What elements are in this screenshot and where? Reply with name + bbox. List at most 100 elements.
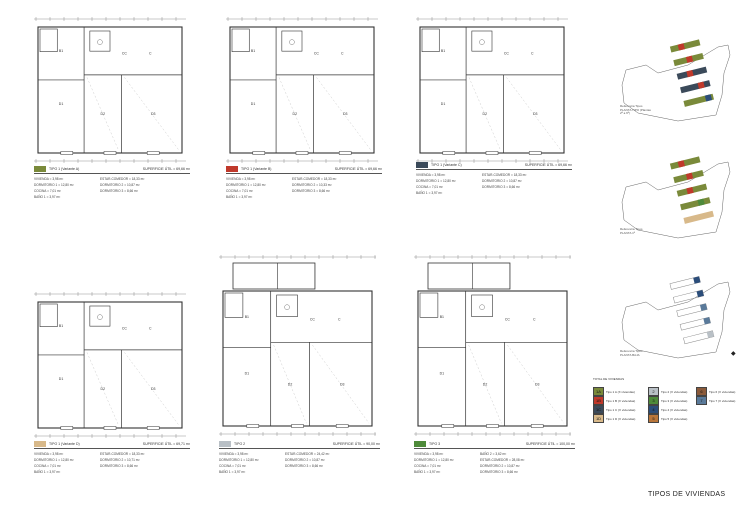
room-area: COCINA = 7,01 m²	[219, 464, 246, 468]
sheet-title: TIPOS DE VIVIENDAS	[648, 491, 726, 498]
type-label: TIPO 3	[429, 441, 441, 446]
plan-legend-4: TIPO 1 (Variante D) SUPERFICIE ÚTIL = 69,…	[34, 441, 190, 449]
surface-total: SUPERFICIE ÚTIL = 69,71 m²	[142, 441, 190, 446]
surface-total: SUPERFICIE ÚTIL = 69,66 m²	[142, 166, 190, 171]
svg-text:CC: CC	[314, 52, 320, 56]
svg-text:B1: B1	[440, 315, 444, 319]
type-label: TIPO 1 (Variante B)	[241, 166, 272, 171]
svg-text:D3: D3	[151, 387, 156, 391]
room-area: DORMITORIO 1 = 12,80 m²	[34, 458, 74, 462]
type-color-swatch	[34, 166, 46, 172]
room-area: DORMITORIO 2 = 10,87 m²	[100, 183, 140, 187]
room-area: BAÑO 1 = 3,97 m²	[226, 195, 253, 199]
type-legend-swatch: 1C	[593, 405, 604, 414]
plan-legend-6: TIPO 3 SUPERFICIE ÚTIL = 100,00 m²	[414, 441, 575, 449]
type-legend-swatch: 2	[648, 387, 659, 396]
room-area: ESTAR-COMEDOR = 18,33 m²	[482, 173, 527, 177]
svg-text:D3: D3	[533, 112, 538, 116]
room-area: COCINA = 7,01 m²	[226, 189, 253, 193]
svg-text:B1: B1	[251, 49, 255, 53]
svg-text:CC: CC	[122, 327, 128, 331]
svg-text:D2: D2	[483, 112, 488, 116]
room-area: VIVIENDA = 3,98 m²	[219, 452, 249, 456]
room-list-right: ESTAR-COMEDOR = 18,33 m² DORMITORIO 2 = 1…	[100, 451, 144, 469]
room-area: DORMITORIO 2 = 10,71 m²	[100, 458, 140, 462]
room-area: DORMITORIO 1 = 12,80 m²	[34, 183, 74, 187]
svg-text:C: C	[533, 318, 536, 322]
room-area: DORMITORIO 1 = 12,80 m²	[416, 179, 456, 183]
svg-text:B1: B1	[59, 49, 63, 53]
type-color-swatch	[416, 162, 428, 168]
type-label: TIPO 1 (Variante D)	[49, 441, 80, 446]
room-area: VIVIENDA = 3,98 m²	[226, 177, 256, 181]
type-legend-swatch: 1A	[593, 387, 604, 396]
svg-text:CC: CC	[504, 52, 510, 56]
room-list-right: BAÑO 2 = 3,62 m² ESTAR-COMEDOR = 28,08 m²…	[480, 451, 524, 475]
type-label: TIPO 2	[234, 441, 246, 446]
surface-total: SUPERFICIE ÚTIL = 100,00 m²	[525, 441, 575, 446]
room-area: DORMITORIO 1 = 12,80 m²	[414, 458, 454, 462]
svg-text:CC: CC	[505, 318, 511, 322]
type-legend-swatch: 6	[696, 387, 707, 396]
svg-text:D3: D3	[151, 112, 156, 116]
keyplan-planta-baja: Referencia Tipos PLANTA BAJA	[618, 262, 733, 367]
keyplan-label: Referencia Tipos PLANTA 1ª	[620, 227, 643, 235]
room-area: COCINA = 7,01 m²	[34, 464, 61, 468]
surface-total: SUPERFICIE ÚTIL = 90,00 m²	[332, 441, 380, 446]
room-area: BAÑO 1 = 3,97 m²	[414, 470, 441, 474]
svg-text:CC: CC	[310, 318, 316, 322]
room-area: DORMITORIO 2 = 10,87 m²	[285, 458, 325, 462]
svg-text:D3: D3	[343, 112, 348, 116]
room-area: DORMITORIO 3 = 8,66 m²	[480, 470, 518, 474]
keyplan-label: Referencia Tipos PLANTA BAJA	[620, 349, 643, 357]
type-label: TIPO 1 (Variante A)	[49, 166, 80, 171]
type-legend-label: Tipo 3 (X viviendas)	[661, 398, 688, 403]
room-area: ESTAR-COMEDOR = 28,08 m²	[480, 458, 525, 462]
room-area: ESTAR-COMEDOR = 18,33 m²	[100, 452, 145, 456]
surface-total: SUPERFICIE ÚTIL = 69,66 m²	[334, 166, 382, 171]
room-area: BAÑO 1 = 3,97 m²	[34, 195, 61, 199]
room-area: DORMITORIO 2 = 10,33 m²	[292, 183, 332, 187]
surface-total: SUPERFICIE ÚTIL = 69,66 m²	[524, 162, 572, 167]
type-legend-swatch: 5	[648, 414, 659, 423]
room-area: BAÑO 1 = 3,97 m²	[34, 470, 61, 474]
room-area: DORMITORIO 3 = 8,66 m²	[100, 464, 138, 468]
svg-text:B1: B1	[245, 315, 249, 319]
room-area: DORMITORIO 3 = 8,66 m²	[285, 464, 323, 468]
room-area: COCINA = 7,01 m²	[414, 464, 441, 468]
svg-text:C: C	[341, 52, 344, 56]
room-area: ESTAR-COMEDOR = 24,42 m²	[285, 452, 330, 456]
type-color-swatch	[414, 441, 426, 447]
svg-text:D3: D3	[340, 383, 345, 387]
type-color-swatch	[34, 441, 46, 447]
svg-text:D2: D2	[483, 383, 488, 387]
room-list-right: ESTAR-COMEDOR = 24,42 m² DORMITORIO 2 = 1…	[285, 451, 329, 469]
room-area: DORMITORIO 1 = 12,80 m²	[219, 458, 259, 462]
type-legend-swatch: 1D	[593, 414, 604, 423]
plan-legend-5: TIPO 2 SUPERFICIE ÚTIL = 90,00 m²	[219, 441, 380, 449]
plan-legend-2: TIPO 1 (Variante B) SUPERFICIE ÚTIL = 69,…	[226, 166, 382, 174]
plan-legend-1: TIPO 1 (Variante A) SUPERFICIE ÚTIL = 69,…	[34, 166, 190, 174]
svg-text:D2: D2	[101, 387, 106, 391]
type-legend-label: Tipo 1 D (X viviendas)	[606, 416, 636, 421]
room-area: BAÑO 2 = 3,62 m²	[480, 452, 507, 456]
types-legend-header: TOTAL DE VIVIENDAS	[593, 377, 625, 381]
svg-text:C: C	[531, 52, 534, 56]
